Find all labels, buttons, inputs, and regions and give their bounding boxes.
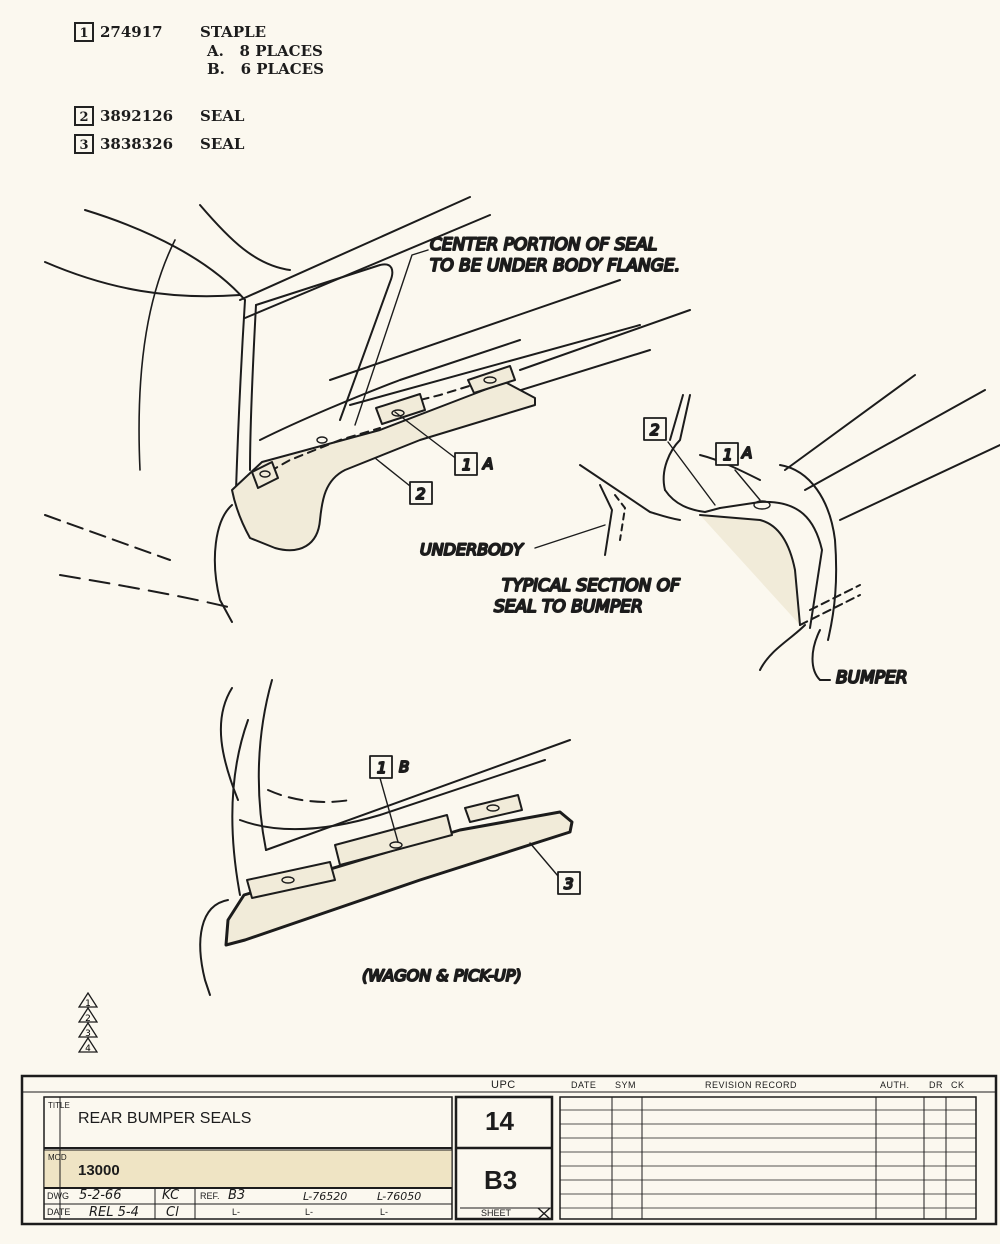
sheet-code: B3 (484, 1165, 518, 1195)
callout-letter: B (399, 758, 409, 776)
svg-text:1: 1 (85, 999, 91, 1008)
ck-column-label: CK (951, 1080, 965, 1090)
callout-box (369, 755, 393, 779)
part-description: SEAL (200, 135, 245, 153)
label-underbody: UNDERBODY (420, 540, 524, 559)
ref-value: B3 (228, 1188, 246, 1203)
note-center-line2: TO BE UNDER BODY FLANGE. (430, 256, 680, 276)
drawing-title: REAR BUMPER SEALS (78, 1110, 252, 1127)
ref-l2: L-76050 (377, 1190, 422, 1203)
callout-number: 2 (650, 421, 660, 439)
ref-l1: L-76520 (303, 1190, 348, 1203)
revision-record-label: REVISION RECORD (705, 1080, 798, 1090)
l-blank-1: L- (232, 1207, 241, 1217)
wagon-view (199, 679, 574, 996)
rel-initials: Cl (166, 1205, 179, 1220)
sym-column-label: SYM (615, 1080, 637, 1090)
rear-corner-view (44, 196, 691, 623)
sheet-label: SHEET (481, 1208, 512, 1218)
dwg-label: DWG (47, 1191, 69, 1201)
part-number: 3838326 (100, 135, 174, 153)
mod-vertical-label: MOD (48, 1153, 67, 1162)
revision-triangle-icon: 4 (78, 1037, 98, 1053)
part-row-3: 3 3838326 SEAL (74, 134, 244, 154)
svg-text:4: 4 (85, 1044, 91, 1053)
callout-number: 2 (416, 485, 426, 503)
part-index-box: 1 (74, 22, 94, 42)
sub-text: 6 PLACES (240, 60, 324, 78)
dwg-initials: KC (162, 1188, 180, 1203)
callout-box (557, 871, 581, 895)
callout-box (715, 442, 739, 466)
dwg-date: 5-2-66 (79, 1188, 122, 1203)
svg-text:2: 2 (85, 1014, 91, 1023)
sub-text: 8 PLACES (239, 42, 323, 60)
part-number: 3892126 (100, 107, 174, 125)
ref-label: REF. (200, 1191, 220, 1201)
label-section-line1: TYPICAL SECTION OF (502, 576, 680, 596)
callout-number: 3 (564, 875, 574, 893)
typical-section-view (534, 374, 1000, 681)
callout-box (409, 481, 433, 505)
dr-column-label: DR (929, 1080, 943, 1090)
title-vertical-label: TITLE (48, 1101, 70, 1110)
sub-letter: A. (207, 42, 224, 60)
svg-text:3: 3 (85, 1029, 91, 1038)
callout-number: 1 (377, 759, 387, 777)
callout-number: 1 (723, 446, 733, 464)
part-row-2: 2 3892126 SEAL (74, 106, 244, 126)
part-sub-a: A. 8 PLACES (207, 42, 323, 60)
part-number: 274917 (100, 23, 163, 41)
label-wagon: (WAGON & PICK-UP) (362, 966, 522, 985)
label-bumper: BUMPER (836, 668, 908, 688)
sub-letter: B. (207, 60, 225, 78)
label-section-line2: SEAL TO BUMPER (494, 597, 643, 617)
part-index-box: 2 (74, 106, 94, 126)
callout-number: 1 (462, 456, 472, 474)
callout-box (643, 417, 667, 441)
rel-date: REL 5-4 (89, 1205, 139, 1220)
part-row-1: 1 274917 STAPLE (74, 22, 266, 42)
callout-letter: A (482, 455, 493, 473)
date-label: DATE (47, 1207, 71, 1217)
date-column-label: DATE (571, 1080, 597, 1090)
l-blank-2: L- (305, 1207, 314, 1217)
note-center-line1: CENTER PORTION OF SEAL (430, 235, 657, 255)
part-description: SEAL (200, 107, 245, 125)
mod-number: 13000 (78, 1162, 120, 1179)
upc-label: UPC (491, 1079, 516, 1091)
callout-letter: A (741, 444, 752, 462)
l-blank-3: L- (380, 1207, 389, 1217)
auth-column-label: AUTH. (880, 1080, 910, 1090)
upc-number: 14 (485, 1106, 514, 1136)
part-sub-b: B. 6 PLACES (207, 60, 324, 78)
callout-box (454, 452, 478, 476)
part-index-box: 3 (74, 134, 94, 154)
part-description: STAPLE (200, 23, 267, 41)
